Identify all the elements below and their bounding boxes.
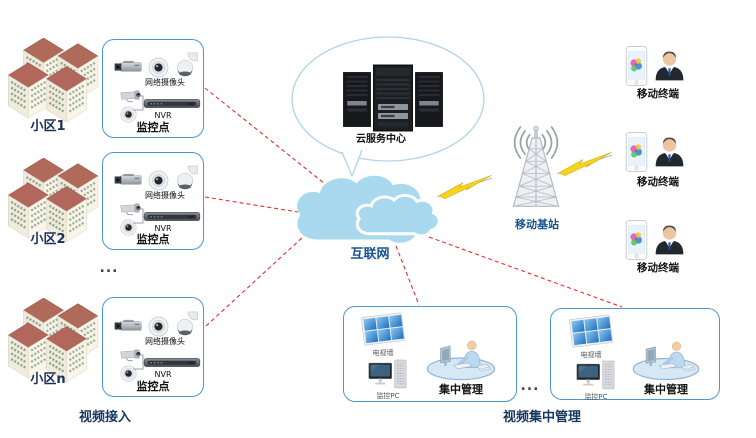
monitor-point-title: 监控点	[136, 380, 170, 393]
box-camera-icon	[114, 318, 144, 334]
community-1-label: 小区1	[30, 119, 66, 134]
base-station-tower-icon	[501, 118, 571, 220]
monitor-pc-icon	[575, 360, 617, 393]
lightning-icon	[436, 170, 494, 204]
bottom-ellipsis: ...	[520, 378, 540, 394]
terminal-label: 移动终端	[637, 88, 679, 100]
monitor-point-title: 监控点	[136, 233, 170, 246]
operator-desk-icon	[631, 333, 701, 384]
smartphone-icon	[625, 46, 648, 86]
dome-camera-icon	[148, 57, 169, 78]
community-n-label: 小区n	[30, 372, 66, 387]
management-center-box-1: 电视墙 监控PC 集中管理	[343, 306, 517, 402]
smartphone-icon	[625, 220, 648, 260]
nvr-icon	[143, 356, 201, 369]
video-wall-label: 电视墙	[580, 351, 602, 359]
box-camera-icon	[114, 59, 144, 75]
monitor-point-title: 监控点	[136, 121, 170, 134]
ptz-camera-icon	[174, 311, 199, 338]
nvr-label: NVR	[154, 111, 172, 120]
dome-camera-icon	[148, 170, 169, 191]
monitor-point-box-n: 网络摄像头 NVR 监控点	[102, 297, 204, 397]
community-1-buildings-icon	[8, 38, 104, 122]
community-2-label: 小区2	[30, 232, 66, 247]
server-cluster-icon	[334, 62, 452, 134]
video-wall-icon	[360, 310, 406, 349]
video-wall-label: 电视墙	[372, 349, 394, 357]
section-label-video-access: 视频接入	[78, 410, 131, 425]
monitor-point-box-2: 网络摄像头 NVR 监控点	[102, 152, 204, 250]
management-center-title: 集中管理	[439, 383, 483, 396]
dome-camera-icon	[148, 316, 169, 337]
monitor-pc-label: 监控PC	[376, 392, 400, 400]
operator-desk-icon	[425, 332, 497, 384]
monitor-point-box-1: 网络摄像头 NVR 监控点	[102, 39, 204, 138]
person-icon	[651, 216, 688, 258]
community-n-buildings-icon	[8, 298, 104, 382]
internet-cloud-icon	[297, 175, 441, 243]
nvr-label: NVR	[154, 224, 172, 233]
internet-cloud-label: 互联网	[350, 247, 390, 262]
video-wall-icon	[568, 312, 614, 351]
terminal-label: 移动终端	[637, 176, 679, 188]
ptz-camera-icon	[174, 165, 199, 192]
left-ellipsis: ...	[99, 260, 119, 276]
terminal-label: 移动终端	[637, 262, 679, 274]
smartphone-icon	[625, 132, 648, 172]
section-label-video-management: 视频集中管理	[502, 410, 581, 425]
community-2-buildings-icon	[8, 158, 104, 242]
camera-group-label: 网络摄像头	[145, 191, 185, 200]
management-center-title: 集中管理	[644, 383, 688, 396]
monitor-pc-icon	[367, 359, 409, 392]
cloud-center-label: 云服务中心	[356, 134, 406, 145]
management-center-box-2: 电视墙 监控PC 集中管理	[550, 308, 720, 401]
camera-group-label: 网络摄像头	[145, 78, 185, 87]
person-icon	[651, 42, 688, 84]
nvr-icon	[143, 97, 201, 110]
ptz-camera-icon	[174, 52, 199, 79]
box-camera-icon	[114, 172, 144, 188]
person-icon	[651, 128, 688, 170]
base-station-label: 移动基站	[515, 218, 559, 231]
nvr-icon	[143, 210, 201, 223]
camera-group-label: 网络摄像头	[145, 337, 185, 346]
monitor-pc-label: 监控PC	[584, 393, 608, 401]
nvr-label: NVR	[154, 370, 172, 379]
